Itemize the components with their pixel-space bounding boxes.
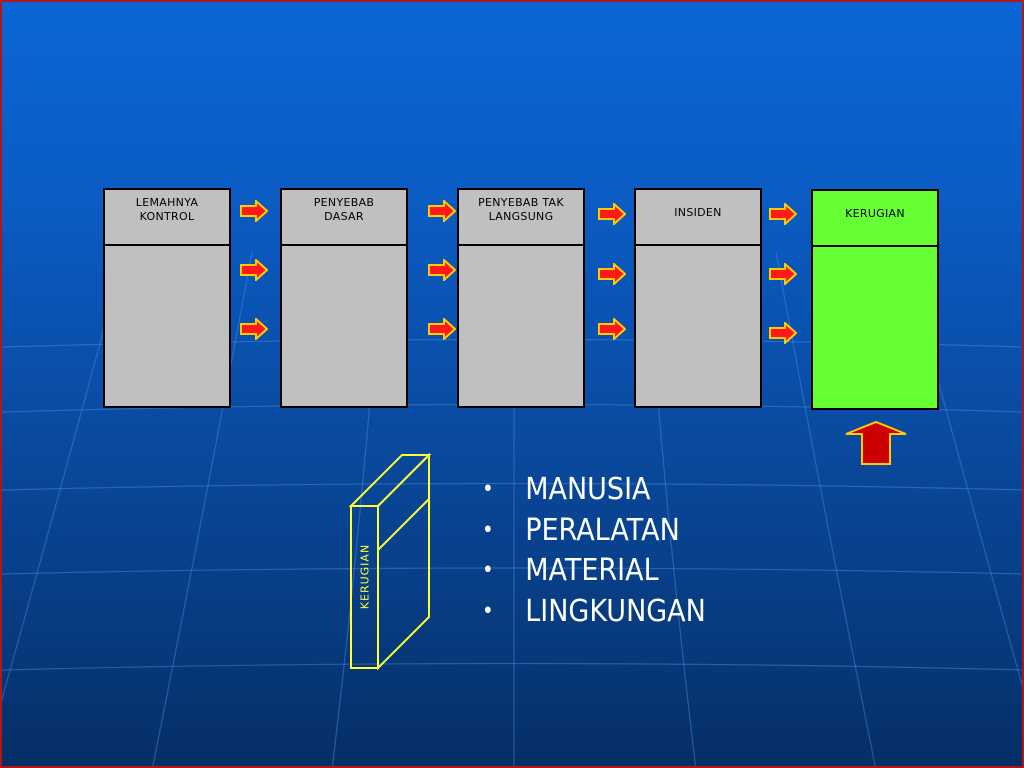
list-item-text: LINGKUNGAN [525,593,706,629]
box-kerugian: KERUGIAN [811,189,939,410]
right-arrow-icon [240,200,268,222]
box-insiden: INSIDEN [634,188,762,408]
right-arrow-icon [769,203,797,225]
bullet-icon: • [482,558,494,583]
right-arrow-icon [598,263,626,285]
right-arrow-icon [428,259,456,281]
right-arrow-icon [240,259,268,281]
list-item-text: PERALATAN [525,512,680,548]
box-penyebab-dasar: PENYEBAB DASAR [280,188,408,408]
list-item: • LINGKUNGAN [482,592,706,633]
right-arrow-icon [428,200,456,222]
list-item: • PERALATAN [482,511,706,552]
bullet-icon: • [482,477,494,502]
right-arrow-icon [769,263,797,285]
up-arrow-icon [845,420,907,465]
right-arrow-icon [598,318,626,340]
kerugian-board [348,452,432,671]
list-item: • MATERIAL [482,551,706,592]
right-arrow-icon [240,318,268,340]
factor-list: • MANUSIA • PERALATAN • MATERIAL • LINGKUNGA… [482,470,731,632]
box-label: LEMAHNYA KONTROL [105,190,229,246]
box-label: PENYEBAB TAK LANGSUNG [459,190,583,246]
bullet-icon: • [482,598,494,624]
right-arrow-icon [428,318,456,340]
right-arrow-icon [769,322,797,344]
list-item: • MANUSIA [482,470,706,511]
box-label: PENYEBAB DASAR [282,190,406,246]
box-lemahnya-kontrol: LEMAHNYA KONTROL [103,188,231,408]
list-item-text: MANUSIA [525,472,651,507]
box-penyebab-tak-langsung: PENYEBAB TAK LANGSUNG [457,188,585,408]
bullet-icon: • [482,517,494,543]
right-arrow-icon [598,203,626,225]
box-label: KERUGIAN [813,191,937,247]
board-label: KERUGIAN [358,543,372,610]
list-item-text: MATERIAL [525,553,659,588]
box-label: INSIDEN [636,190,760,246]
